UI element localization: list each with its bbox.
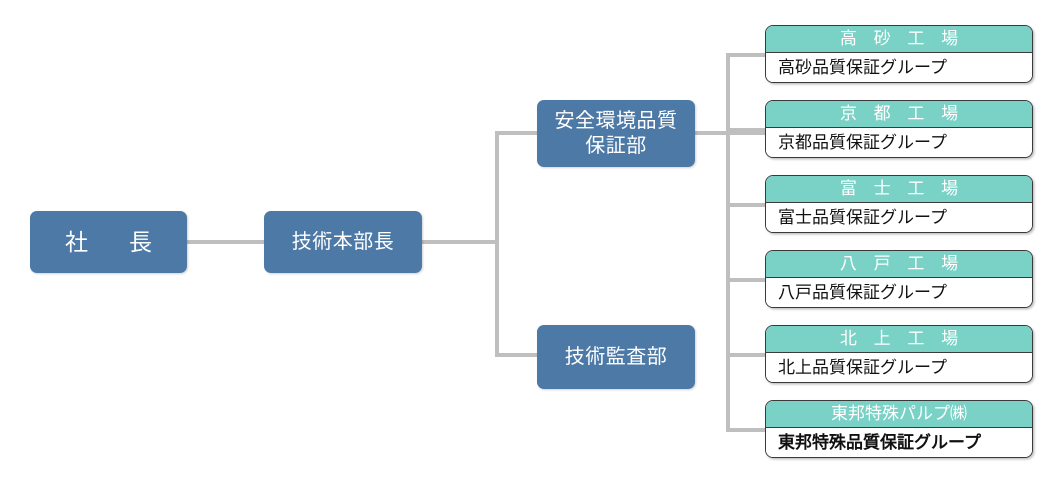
connector-bracket-to-safety-dept xyxy=(495,131,539,135)
connector-tech-hq-stub xyxy=(422,240,499,244)
plant-group-label: 東邦特殊品質保証グループ xyxy=(766,428,1032,457)
plant-group-label: 八戸品質保証グループ xyxy=(766,278,1032,307)
plant-header: 富 士 工 場 xyxy=(766,176,1032,203)
connector-president-to-tech-hq xyxy=(187,240,264,244)
plant-group-label: 京都品質保証グループ xyxy=(766,128,1032,157)
node-tech-hq[interactable]: 技術本部長 xyxy=(264,211,422,273)
plant-card[interactable]: 東邦特殊パルプ㈱ 東邦特殊品質保証グループ xyxy=(765,400,1033,458)
connector-branch-plant-5 xyxy=(726,353,769,357)
connector-safety-dept-stub xyxy=(695,131,770,135)
node-audit-dept-label: 技術監査部 xyxy=(564,345,668,368)
plant-header: 高 砂 工 場 xyxy=(766,26,1032,53)
plant-card[interactable]: 北 上 工 場 北上品質保証グループ xyxy=(765,325,1033,383)
node-president[interactable]: 社 長 xyxy=(30,211,187,273)
plant-header: 東邦特殊パルプ㈱ xyxy=(766,401,1032,428)
node-president-label: 社 長 xyxy=(65,228,161,255)
plant-group-label: 北上品質保証グループ xyxy=(766,353,1032,382)
plant-header: 北 上 工 場 xyxy=(766,326,1032,353)
plant-group-label: 高砂品質保証グループ xyxy=(766,53,1032,82)
plant-header: 八 戸 工 場 xyxy=(766,251,1032,278)
connector-plants-trunk xyxy=(726,53,730,428)
node-tech-hq-label: 技術本部長 xyxy=(291,230,395,253)
connector-dept-bracket-vertical xyxy=(495,131,499,357)
connector-branch-plant-3 xyxy=(726,203,769,207)
plant-group-label: 富士品質保証グループ xyxy=(766,203,1032,232)
connector-branch-plant-4 xyxy=(726,278,769,282)
plant-card[interactable]: 富 士 工 場 富士品質保証グループ xyxy=(765,175,1033,233)
plant-card[interactable]: 高 砂 工 場 高砂品質保証グループ xyxy=(765,25,1033,83)
connector-bracket-to-audit-dept xyxy=(495,353,539,357)
node-safety-dept-label: 安全環境品質 保証部 xyxy=(554,109,678,157)
node-safety-environment-quality-dept[interactable]: 安全環境品質 保証部 xyxy=(537,100,695,167)
connector-branch-plant-6 xyxy=(726,428,769,432)
connector-branch-plant-1 xyxy=(726,53,769,57)
node-technical-audit-dept[interactable]: 技術監査部 xyxy=(537,325,695,389)
plant-card[interactable]: 京 都 工 場 京都品質保証グループ xyxy=(765,100,1033,158)
plant-card[interactable]: 八 戸 工 場 八戸品質保証グループ xyxy=(765,250,1033,308)
plant-header: 京 都 工 場 xyxy=(766,101,1032,128)
connector-branch-plant-2 xyxy=(726,128,769,132)
